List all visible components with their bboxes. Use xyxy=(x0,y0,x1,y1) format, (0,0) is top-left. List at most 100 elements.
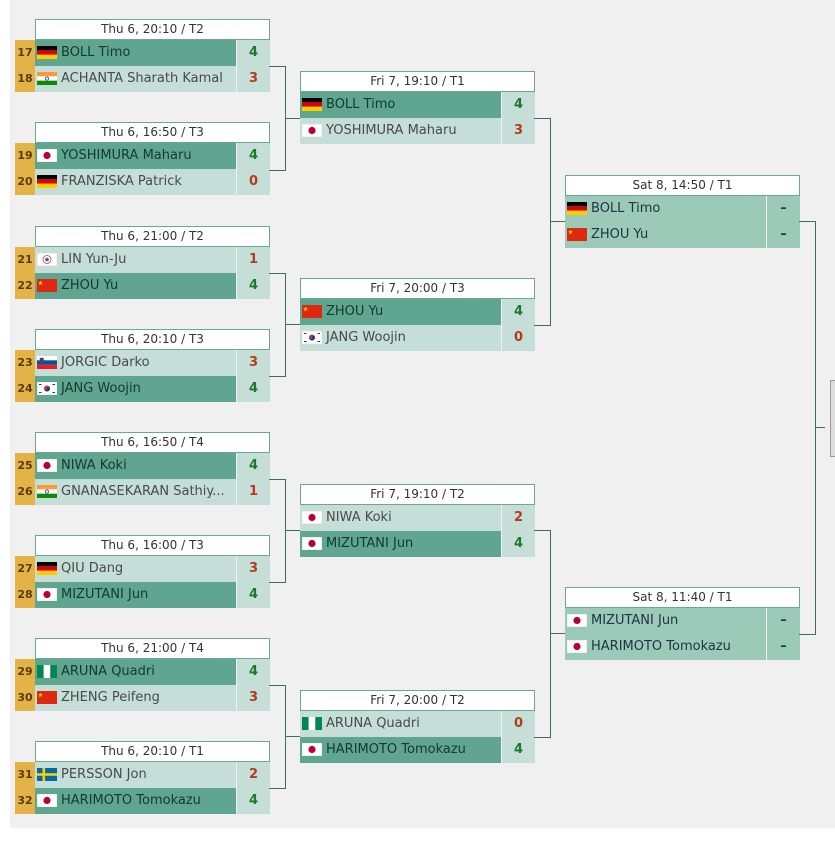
player-name-cell[interactable]: HARIMOTO Tomokazu xyxy=(35,788,236,814)
player-name[interactable]: YOSHIMURA Maharu xyxy=(326,123,457,138)
player-name-cell[interactable]: BOLL Timo xyxy=(565,196,766,222)
player-name-cell[interactable]: NIWA Koki xyxy=(300,505,501,531)
player-name[interactable]: HARIMOTO Tomokazu xyxy=(326,742,466,757)
player-row[interactable]: HARIMOTO Tomokazu– xyxy=(545,634,800,660)
player-name-cell[interactable]: MIZUTANI Jun xyxy=(35,582,236,608)
player-row[interactable]: BOLL Timo– xyxy=(545,196,800,222)
player-row[interactable]: ZHOU Yu– xyxy=(545,222,800,248)
player-name[interactable]: JANG Woojin xyxy=(326,330,406,345)
player-name-cell[interactable]: BOLL Timo xyxy=(35,40,236,66)
player-name[interactable]: YOSHIMURA Maharu xyxy=(61,148,192,163)
player-name-cell[interactable]: MIZUTANI Jun xyxy=(300,531,501,557)
player-name[interactable]: NIWA Koki xyxy=(326,510,392,525)
player-name[interactable]: NIWA Koki xyxy=(61,458,127,473)
player-name-cell[interactable]: ACHANTA Sharath Kamal xyxy=(35,66,236,92)
player-name-cell[interactable]: YOSHIMURA Maharu xyxy=(35,143,236,169)
player-name[interactable]: GNANASEKARAN Sathiy... xyxy=(61,484,225,499)
player-name-cell[interactable]: LIN Yun-Ju xyxy=(35,247,236,273)
player-row[interactable]: MIZUTANI Jun– xyxy=(545,608,800,634)
player-name[interactable]: ZHOU Yu xyxy=(326,304,384,319)
player-name-cell[interactable]: PERSSON Jon xyxy=(35,762,236,788)
player-name[interactable]: HARIMOTO Tomokazu xyxy=(61,793,201,808)
player-name[interactable]: FRANZISKA Patrick xyxy=(61,174,182,189)
player-name-cell[interactable]: ARUNA Quadri xyxy=(300,711,501,737)
kor-flag-icon xyxy=(37,382,57,395)
player-name[interactable]: QIU Dang xyxy=(61,561,124,576)
player-name-cell[interactable]: MIZUTANI Jun xyxy=(565,608,766,634)
player-name-cell[interactable]: ZHOU Yu xyxy=(300,299,501,325)
player-name[interactable]: ARUNA Quadri xyxy=(326,716,420,731)
player-name[interactable]: MIZUTANI Jun xyxy=(61,587,149,602)
player-name-cell[interactable]: JANG Woojin xyxy=(300,325,501,351)
player-name[interactable]: ZHOU Yu xyxy=(591,227,649,242)
player-name-cell[interactable]: ZHOU Yu xyxy=(565,222,766,248)
player-name[interactable]: LIN Yun-Ju xyxy=(61,252,127,267)
player-name[interactable]: BOLL Timo xyxy=(591,201,661,216)
player-name[interactable]: BOLL Timo xyxy=(326,97,396,112)
player-name[interactable]: BOLL Timo xyxy=(61,45,131,60)
player-name-cell[interactable]: ZHENG Peifeng xyxy=(35,685,236,711)
player-name-cell[interactable]: GNANASEKARAN Sathiy... xyxy=(35,479,236,505)
player-name-cell[interactable]: HARIMOTO Tomokazu xyxy=(565,634,766,660)
player-name-cell[interactable]: QIU Dang xyxy=(35,556,236,582)
player-name-cell[interactable]: HARIMOTO Tomokazu xyxy=(300,737,501,763)
player-name[interactable]: ZHOU Yu xyxy=(61,278,119,293)
player-name-cell[interactable]: FRANZISKA Patrick xyxy=(35,169,236,195)
player-name[interactable]: JANG Woojin xyxy=(61,381,141,396)
player-name[interactable]: PERSSON Jon xyxy=(61,767,147,782)
player-name-cell[interactable]: NIWA Koki xyxy=(35,453,236,479)
player-name[interactable]: HARIMOTO Tomokazu xyxy=(591,639,731,654)
player-name-cell[interactable]: ARUNA Quadri xyxy=(35,659,236,685)
player-name-cell[interactable]: ZHOU Yu xyxy=(35,273,236,299)
player-name[interactable]: ZHENG Peifeng xyxy=(61,690,160,705)
player-name-cell[interactable]: JANG Woojin xyxy=(35,376,236,402)
player-name[interactable]: MIZUTANI Jun xyxy=(591,613,679,628)
player-name[interactable]: MIZUTANI Jun xyxy=(326,536,414,551)
player-name[interactable]: JORGIC Darko xyxy=(61,355,150,370)
player-name[interactable]: ARUNA Quadri xyxy=(61,664,155,679)
player-name-cell[interactable]: YOSHIMURA Maharu xyxy=(300,118,501,144)
player-name-cell[interactable]: JORGIC Darko xyxy=(35,350,236,376)
jpn-flag-icon xyxy=(302,124,322,137)
player-name[interactable]: ACHANTA Sharath Kamal xyxy=(61,71,223,86)
player-name-cell[interactable]: BOLL Timo xyxy=(300,92,501,118)
